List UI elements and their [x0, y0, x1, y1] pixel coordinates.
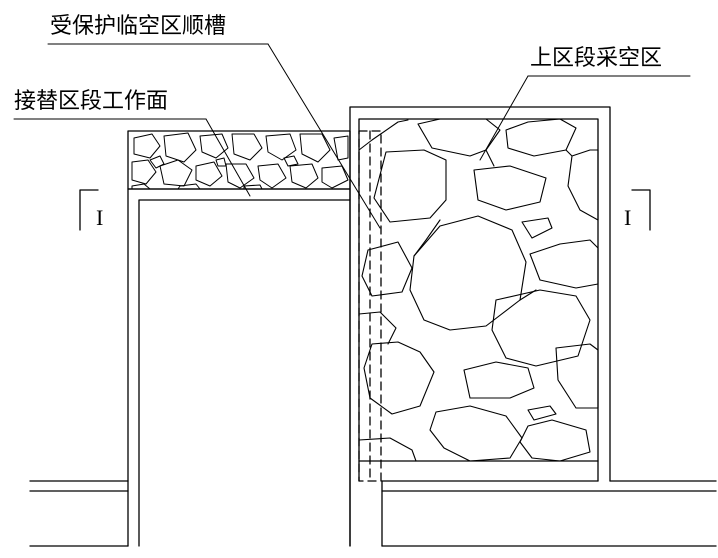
bottom-roadway-lines	[30, 481, 716, 546]
section-mark-right: I	[624, 205, 632, 230]
leader-lines	[14, 44, 690, 228]
section-mark-left: I	[96, 205, 104, 230]
label-successor-face: 接替区段工作面	[14, 89, 169, 114]
section-mark-left-bracket	[80, 190, 98, 230]
label-upper-goaf: 上区段采空区	[530, 46, 663, 71]
goaf-rock-fragments	[359, 119, 598, 461]
caved-rock-band	[128, 131, 350, 189]
successor-face-outline	[128, 189, 350, 546]
section-mark-right-bracket	[632, 190, 650, 230]
label-protected-roadway: 受保护临空区顺槽	[50, 14, 227, 39]
protected-roadway-dashed	[359, 131, 381, 481]
